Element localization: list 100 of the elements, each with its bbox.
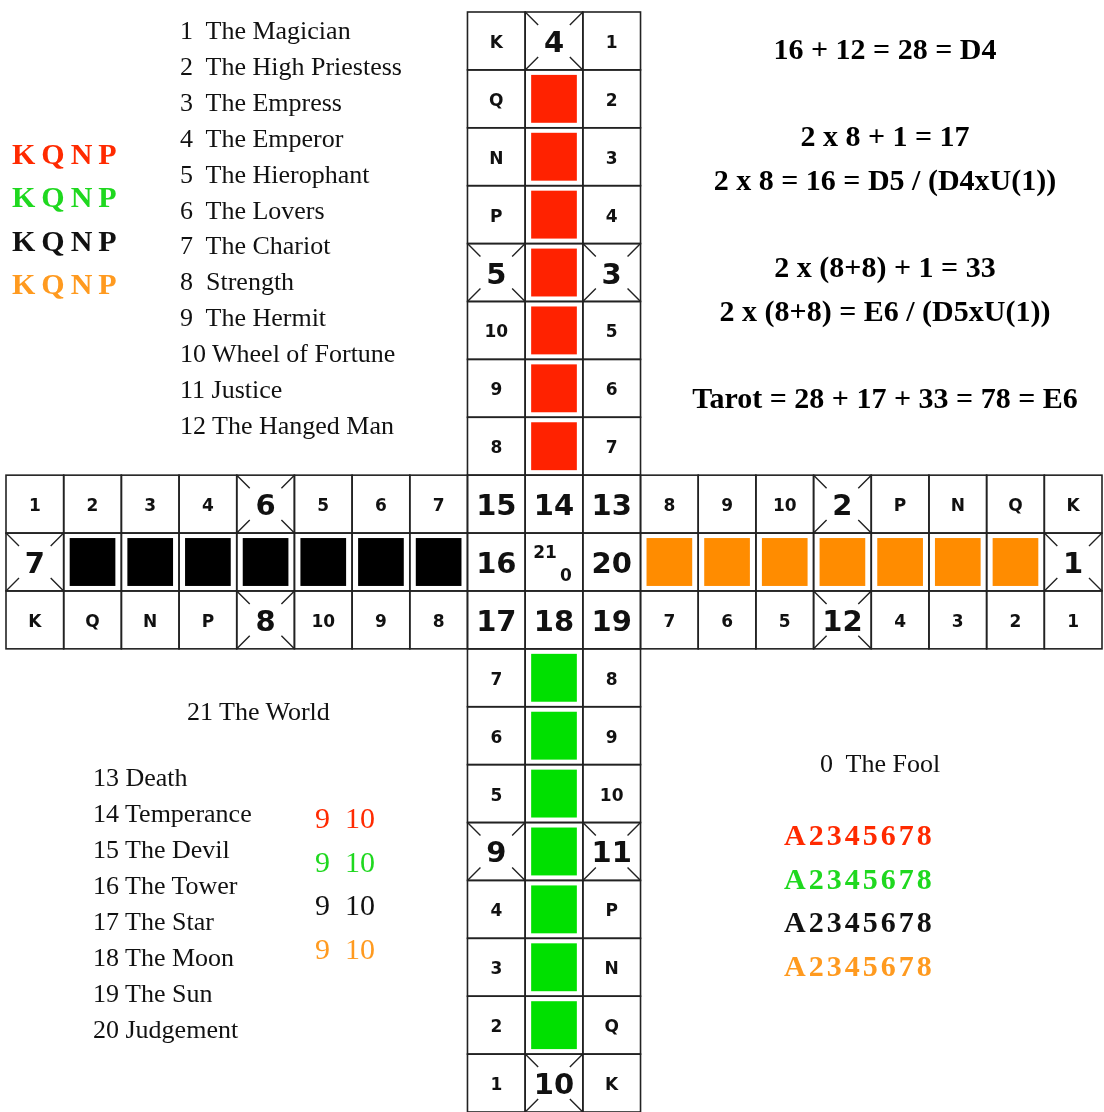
pip-numbers: A2345678: [784, 820, 935, 850]
trump-list-item: 9 The Hermit: [180, 305, 327, 332]
square-label: P: [201, 612, 215, 630]
square-label: N: [950, 496, 965, 514]
trump-list-item: 18 The Moon: [93, 945, 235, 971]
court-letters: KQNP: [12, 268, 123, 299]
square-label: 9: [486, 837, 507, 867]
square-label: 18: [533, 606, 575, 636]
square-label: 4: [605, 207, 618, 225]
pip-numbers: 9 10: [315, 934, 375, 965]
trump-list-item: 20 Judgement: [93, 1017, 239, 1043]
square-label: 2: [832, 490, 853, 520]
square-label: Q: [604, 1017, 619, 1035]
square-label: 8: [605, 670, 618, 688]
trump-list-item: 4 The Emperor: [180, 125, 344, 152]
court-letters: KQNP: [12, 182, 123, 213]
square-label: 17: [476, 606, 517, 636]
trump-list-item: 8 Strength: [180, 269, 295, 296]
square-label: 1: [1063, 548, 1084, 578]
square-label: 1: [605, 33, 618, 51]
square-label: Q: [85, 612, 100, 630]
square-label: 20: [591, 548, 632, 578]
square-label: 5: [486, 259, 507, 288]
square-label: P: [490, 207, 503, 225]
equation: Tarot = 28 + 17 + 33 = 78 = E6: [692, 383, 1078, 413]
square-label: 10: [533, 1069, 575, 1099]
trump-list-item: 17 The Star: [93, 909, 214, 935]
trump-list-item: 13 Death: [93, 765, 188, 791]
square-label: 6: [721, 612, 733, 630]
square-label: 12: [822, 606, 863, 636]
pip-numbers: 9 10: [315, 846, 375, 877]
square-label: 1: [1067, 612, 1080, 630]
trump-list-item: 21 The World: [187, 699, 330, 725]
square-label: Q: [1008, 496, 1023, 514]
square-label: 3: [490, 959, 503, 977]
square-label: 3: [605, 149, 618, 167]
square-label: 9: [490, 380, 503, 398]
square-label: 9: [721, 496, 733, 514]
square-label: 10: [484, 322, 509, 340]
square-label: 8: [663, 496, 676, 514]
square-label: 7: [605, 438, 618, 456]
square-label: 6: [375, 496, 387, 514]
square-label: 8: [255, 606, 276, 636]
square-label: 1: [490, 1075, 503, 1093]
square-label: 7: [663, 612, 676, 630]
square-label: 16: [476, 548, 517, 578]
square-label: 2: [86, 496, 99, 514]
square-label: K: [1066, 496, 1080, 514]
square-label: 8: [490, 438, 503, 456]
square-label: N: [604, 959, 619, 977]
equation: 16 + 12 = 28 = D4: [773, 34, 997, 64]
trump-list-item: 19 The Sun: [93, 981, 213, 1007]
square-label: 21: [533, 543, 557, 561]
square-label: 19: [591, 606, 632, 636]
trump-list-item: 0 The Fool: [820, 751, 941, 777]
square-label: P: [893, 496, 907, 514]
square-label: Q: [489, 91, 504, 109]
pip-numbers: A2345678: [784, 907, 935, 938]
trump-list-item: 7 The Chariot: [180, 233, 331, 260]
square-label: 15: [476, 490, 517, 520]
square-label: 10: [311, 612, 336, 630]
square-label: 2: [605, 91, 618, 109]
trump-list-item: 5 The Hierophant: [180, 161, 370, 188]
equation: 2 x 8 + 1 = 17: [800, 121, 970, 151]
square-label: 2: [1009, 612, 1022, 630]
square-label: 7: [490, 670, 503, 688]
trump-list-item: 1 The Magician: [180, 18, 351, 44]
square-label: 5: [778, 612, 791, 630]
square-label: 13: [591, 490, 632, 520]
square-label: 7: [432, 496, 445, 514]
pip-numbers: A2345678: [784, 951, 935, 982]
equation: 2 x (8+8) = E6 / (D5xU(1)): [719, 296, 1051, 326]
trump-list-item: 14 Temperance: [93, 801, 252, 827]
trump-list-item: 10 Wheel of Fortune: [180, 341, 396, 368]
trump-list-item: 6 The Lovers: [180, 197, 325, 224]
square-label: 4: [490, 901, 503, 919]
pip-numbers: 9 10: [315, 890, 375, 921]
square-label: 6: [255, 490, 276, 520]
pip-numbers: 9 10: [315, 803, 375, 833]
square-label: 4: [543, 27, 565, 57]
square-label: K: [28, 612, 42, 630]
trump-list-item: 12 The Hanged Man: [180, 412, 394, 439]
trump-list-item: 11 Justice: [180, 377, 283, 403]
square-label: K: [605, 1075, 619, 1093]
square-label: N: [489, 149, 504, 167]
square-label: N: [143, 612, 158, 630]
square-label: 2: [490, 1017, 503, 1035]
square-label: 10: [772, 496, 797, 514]
court-letters: KQNP: [12, 225, 123, 256]
trump-list-item: 16 The Tower: [93, 873, 238, 899]
equation: 2 x (8+8) + 1 = 33: [774, 252, 996, 282]
square-label: 5: [490, 786, 503, 804]
square-label: 1: [28, 496, 41, 514]
equation: 2 x 8 = 16 = D5 / (D4xU(1)): [713, 165, 1057, 195]
square-label: 4: [201, 496, 214, 514]
square-label: P: [605, 901, 618, 919]
square-label: 0: [560, 566, 572, 584]
square-label: 3: [601, 259, 622, 288]
square-label: 7: [24, 548, 45, 578]
square-label: 11: [591, 837, 632, 867]
